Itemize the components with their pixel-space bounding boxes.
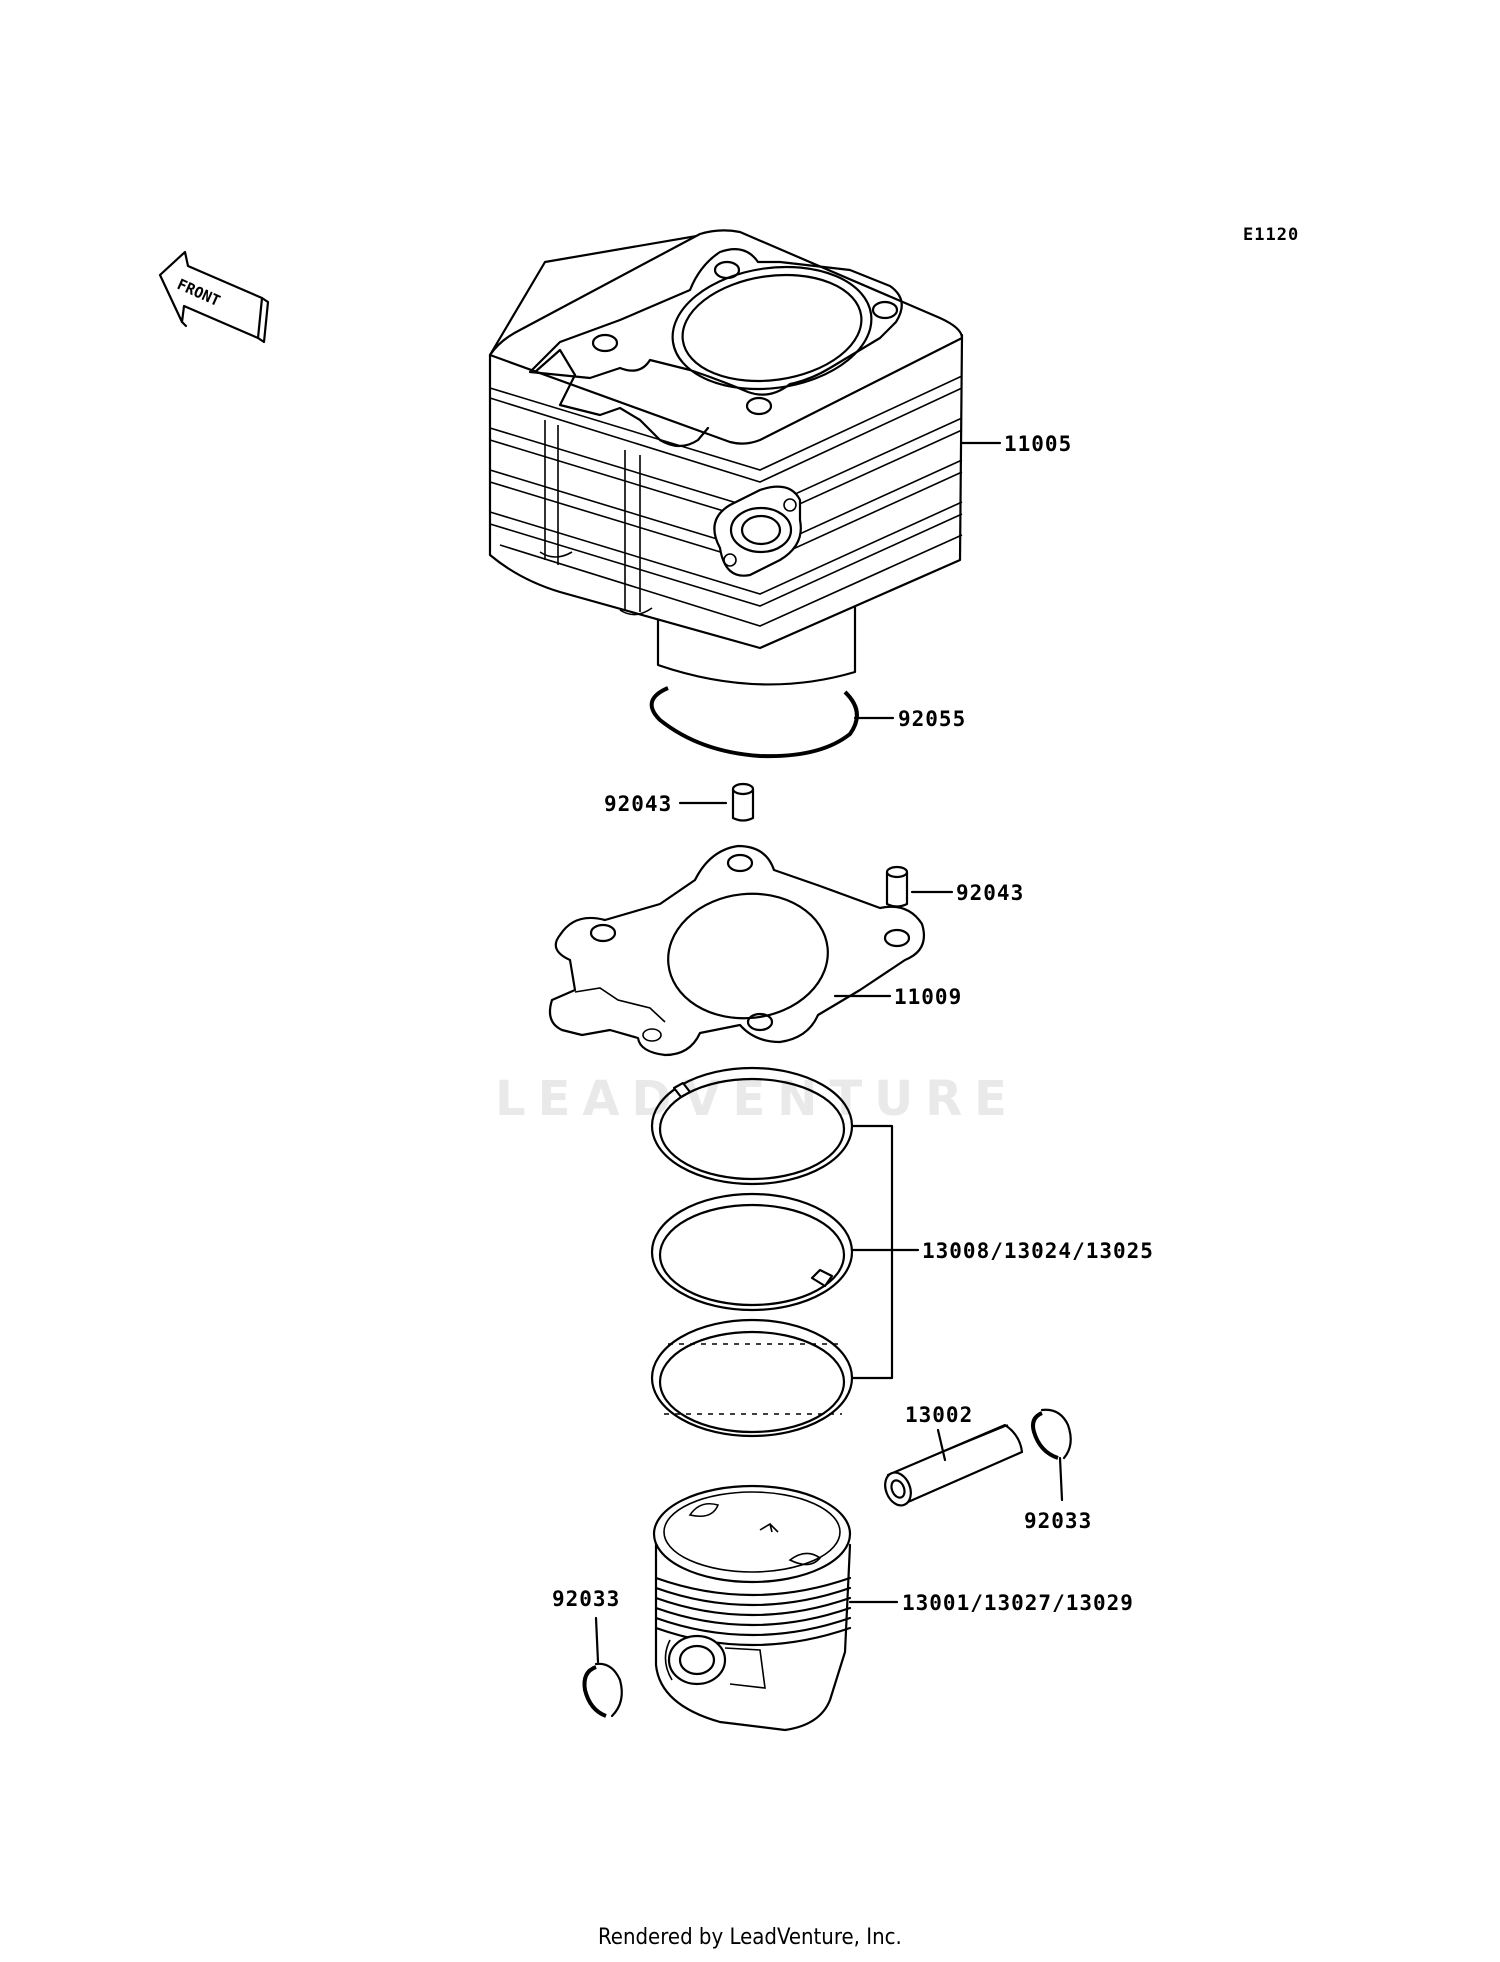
footer-credit: Rendered by LeadVenture, Inc. xyxy=(598,1925,902,1950)
watermark: LEADVENTURE xyxy=(495,1071,1019,1127)
leader-92033-left xyxy=(594,1616,600,1664)
dowel-pin-right-92043 xyxy=(885,865,909,908)
diagram-code: E1120 xyxy=(1243,225,1299,245)
front-arrow-icon: FRONT xyxy=(158,250,270,344)
snap-ring-left-92033 xyxy=(582,1662,623,1718)
part-label-base-gasket: 11009 xyxy=(894,985,962,1009)
part-label-piston-rings: 13008/13024/13025 xyxy=(922,1239,1154,1263)
part-label-o-ring: 92055 xyxy=(898,707,966,731)
o-ring-92055 xyxy=(649,686,859,759)
part-label-cylinder: 11005 xyxy=(1004,432,1072,456)
part-label-piston: 13001/13027/13029 xyxy=(902,1591,1134,1615)
cylinder-11005 xyxy=(488,229,964,686)
leader-13002 xyxy=(936,1428,947,1462)
piston-13001-13027-13029 xyxy=(652,1484,852,1732)
watermark-text: LEADVENTURE xyxy=(495,1071,1019,1127)
base-gasket-11009 xyxy=(548,844,926,1057)
leader-92033-right xyxy=(1058,1456,1064,1502)
dowel-pin-left-92043 xyxy=(731,782,755,822)
part-label-snap-ring-left: 92033 xyxy=(552,1587,620,1611)
bracket-rings xyxy=(850,1124,894,1380)
part-label-dowel-right: 92043 xyxy=(956,881,1024,905)
snap-ring-right-92033 xyxy=(1031,1408,1072,1460)
piston-pin-13002 xyxy=(884,1423,1024,1507)
part-label-piston-pin: 13002 xyxy=(905,1403,973,1427)
part-label-snap-ring-right: 92033 xyxy=(1024,1509,1092,1533)
part-label-dowel-left: 92043 xyxy=(604,792,672,816)
